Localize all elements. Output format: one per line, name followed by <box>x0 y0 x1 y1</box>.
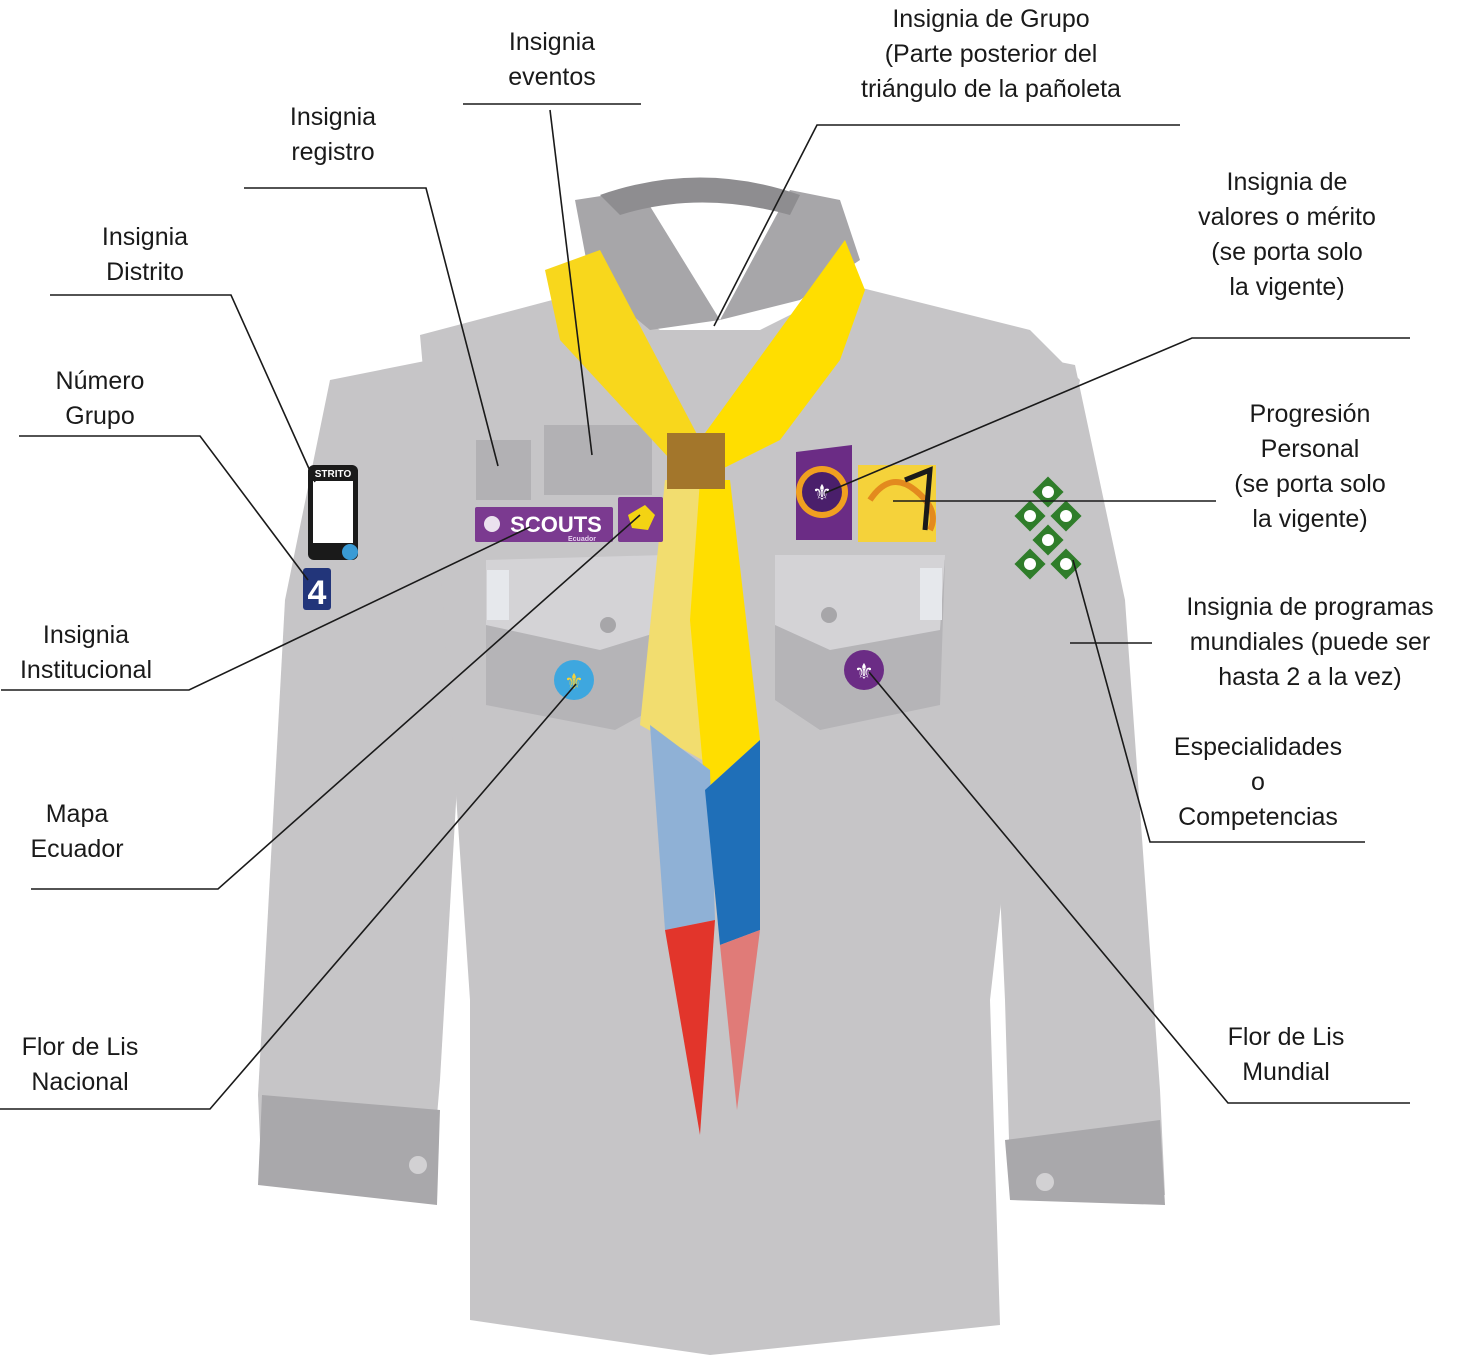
label-programas-mundiales: Insignia de programas mundiales (puede s… <box>1152 590 1468 695</box>
svg-text:⚜: ⚜ <box>564 669 584 694</box>
eventos-patch <box>544 425 652 495</box>
label-mapa-ecuador: Mapa Ecuador <box>0 797 154 867</box>
leader-numero <box>19 436 308 580</box>
label-insignia-eventos: Insignia eventos <box>463 25 641 95</box>
group-number-text: 4 <box>308 574 327 612</box>
label-progresion-personal: Progresión Personal (se porta solo la vi… <box>1210 397 1410 537</box>
label-numero-grupo: Número Grupo <box>10 364 190 434</box>
district-badge-text: STRITO <box>315 469 352 480</box>
registro-patch <box>476 440 531 500</box>
shirt-collar-back <box>600 178 800 216</box>
svg-text:⚜: ⚜ <box>812 480 832 505</box>
left-cuff <box>258 1095 440 1205</box>
label-flor-lis-mundial: Flor de Lis Mundial <box>1196 1020 1376 1090</box>
label-insignia-registro: Insignia registro <box>240 100 426 170</box>
label-flor-lis-nacional: Flor de Lis Nacional <box>0 1030 160 1100</box>
woggle <box>667 433 725 489</box>
label-insignia-grupo: Insignia de Grupo (Parte posterior del t… <box>816 2 1166 107</box>
label-especialidades: Especialidades o Competencias <box>1150 730 1366 835</box>
label-insignia-institucional: Insignia Institucional <box>0 618 172 688</box>
scouts-badge-text: SCOUTS <box>510 512 602 537</box>
svg-text:⚜: ⚜ <box>854 659 874 684</box>
label-insignia-valores: Insignia de valores o mérito (se porta s… <box>1180 165 1394 305</box>
label-insignia-distrito: Insignia Distrito <box>60 220 230 290</box>
scouts-badge-subtext: Ecuador <box>568 536 596 543</box>
